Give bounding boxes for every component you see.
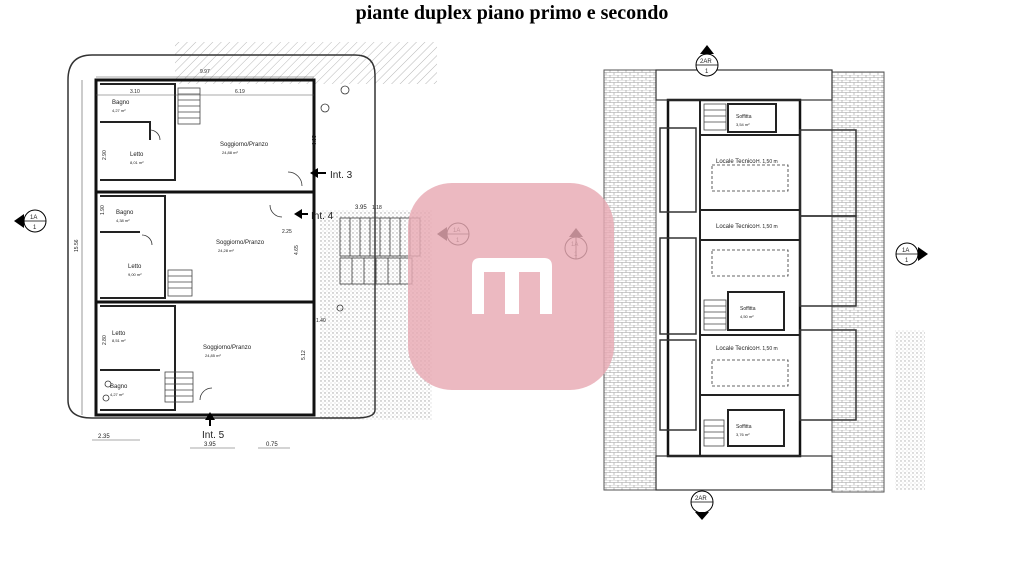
- room-name: Letto: [112, 331, 126, 337]
- room-area: 3,76 m²: [736, 432, 750, 437]
- building-outline: [94, 78, 316, 417]
- room-area: 24,28 m²: [218, 248, 234, 253]
- m-logo-icon: [472, 258, 552, 314]
- dim-d2: 6.19: [235, 89, 245, 95]
- room-name: Letto: [130, 152, 144, 158]
- dim-d13: 2.80: [102, 335, 108, 345]
- entrance-label: Int. 4: [311, 211, 334, 222]
- door-swings: [141, 129, 303, 401]
- section-arrow-icon: [14, 214, 24, 228]
- dim-d9: 1.90: [100, 205, 106, 215]
- dim-d15: 0.95: [312, 135, 318, 145]
- dimension-lines: [81, 76, 314, 449]
- room-area: 8,51 m²: [112, 338, 126, 343]
- arrow-left-icon: [310, 168, 318, 178]
- section-marker-bottom: 2AR: [690, 490, 714, 520]
- equipment-zones: [711, 164, 789, 387]
- room-name: Soffitta: [736, 114, 752, 120]
- room-name: Soffitta: [740, 306, 756, 312]
- section-label: 2AR: [700, 59, 712, 65]
- hatched-area-top: [175, 42, 437, 84]
- section-number: 1: [905, 258, 909, 264]
- section-arrow-icon: [918, 247, 928, 261]
- section-number: 1: [705, 69, 709, 75]
- room-name: Soggiorno/Pranzo: [220, 142, 269, 148]
- dim-d4: 3.95: [204, 442, 216, 448]
- interior-walls: [100, 83, 176, 411]
- room-area: 24,85 m²: [205, 353, 221, 358]
- attic-top-wall: [655, 69, 833, 101]
- room-name: Locale Tecnico: [716, 224, 756, 230]
- room-name: Bagno: [112, 100, 130, 106]
- section-marker-right: 1A 1: [895, 242, 928, 266]
- room-area: 9,00 m²: [128, 272, 142, 277]
- dim-top: 9.97: [200, 69, 210, 75]
- room-name: Locale Tecnico: [716, 346, 756, 352]
- room-area: H. 1,50 m: [756, 224, 778, 230]
- room-area: 4,27 m²: [110, 392, 124, 397]
- stairs: [164, 87, 421, 403]
- room-name: Soggiorno/Pranzo: [216, 240, 265, 246]
- section-label: 1A: [902, 248, 909, 254]
- section-number: 1: [33, 225, 37, 231]
- entrance-int-3: Int. 3: [310, 168, 353, 181]
- fixtures: [102, 85, 350, 402]
- room-area: 24,88 m²: [222, 150, 238, 155]
- entrance-int-5: Int. 5: [202, 412, 225, 441]
- room-name: Locale Tecnico: [716, 159, 756, 165]
- section-arrow-icon: [700, 45, 714, 54]
- room-name: Bagno: [116, 210, 134, 216]
- room-area: 4,50 m²: [740, 314, 754, 319]
- roof-right: [831, 71, 885, 493]
- dim-left-height: 15.56: [74, 239, 80, 252]
- room-area: 4,38 m²: [116, 218, 130, 223]
- room-area: 8,01 m²: [130, 160, 144, 165]
- dim-d8: 1.18: [372, 205, 382, 211]
- attic-bottom-wall: [655, 455, 833, 491]
- page-title: piante duplex piano primo e secondo: [355, 2, 669, 24]
- entrance-label: Int. 3: [330, 170, 353, 181]
- side-bays: [659, 127, 857, 431]
- entrance-label: Int. 5: [202, 430, 225, 441]
- dim-d14: 1.40: [316, 318, 326, 324]
- room-area: 3,54 m²: [736, 122, 750, 127]
- dim-d3: 2.35: [98, 434, 110, 440]
- arrow-up-icon: [205, 412, 215, 420]
- room-name: Soggiorno/Pranzo: [203, 345, 252, 351]
- room-area: H. 1,50 m: [756, 159, 778, 165]
- section-arrow-icon: [695, 512, 709, 520]
- dim-d6: 3.95: [355, 205, 367, 211]
- room-area: H. 1,50 m: [756, 346, 778, 352]
- left-room-labels: Bagno 4,27 m² Letto 8,01 m² Soggiorno/Pr…: [110, 100, 269, 397]
- room-name: Bagno: [110, 384, 128, 390]
- dim-d1: 3.10: [130, 89, 140, 95]
- watermark-logo: [408, 183, 614, 390]
- attic-outline: [666, 98, 802, 458]
- dim-d5: 0.75: [266, 442, 278, 448]
- right-floor-plan: Soffitta 3,54 m² Locale Tecnico H. 1,50 …: [564, 45, 928, 520]
- section-label: 2AR: [695, 496, 707, 502]
- ground-area-right: [895, 330, 925, 490]
- dim-d11: 2.90: [102, 150, 108, 160]
- entrance-int-4: Int. 4: [294, 209, 334, 222]
- room-name: Soffitta: [736, 424, 752, 430]
- section-marker-left: 1A 1: [14, 209, 47, 233]
- lot-boundary: [67, 54, 376, 419]
- room-area: 4,27 m²: [112, 108, 126, 113]
- dim-d10: 5.12: [301, 350, 307, 360]
- arrow-left-icon: [294, 209, 302, 219]
- left-floor-plan: 9.97 3.10 6.19 15.56 2.35 3.95 0.75 3.95…: [14, 42, 470, 449]
- attic-stairs: [703, 103, 727, 447]
- right-room-labels: Soffitta 3,54 m² Locale Tecnico H. 1,50 …: [716, 114, 778, 437]
- section-marker-top: 2AR 1: [695, 45, 719, 77]
- dim-d7: 2.25: [282, 229, 292, 235]
- room-name: Letto: [128, 264, 142, 270]
- attic-partitions: [699, 100, 800, 456]
- section-label: 1A: [30, 215, 37, 221]
- dim-d12: 4.65: [294, 245, 300, 255]
